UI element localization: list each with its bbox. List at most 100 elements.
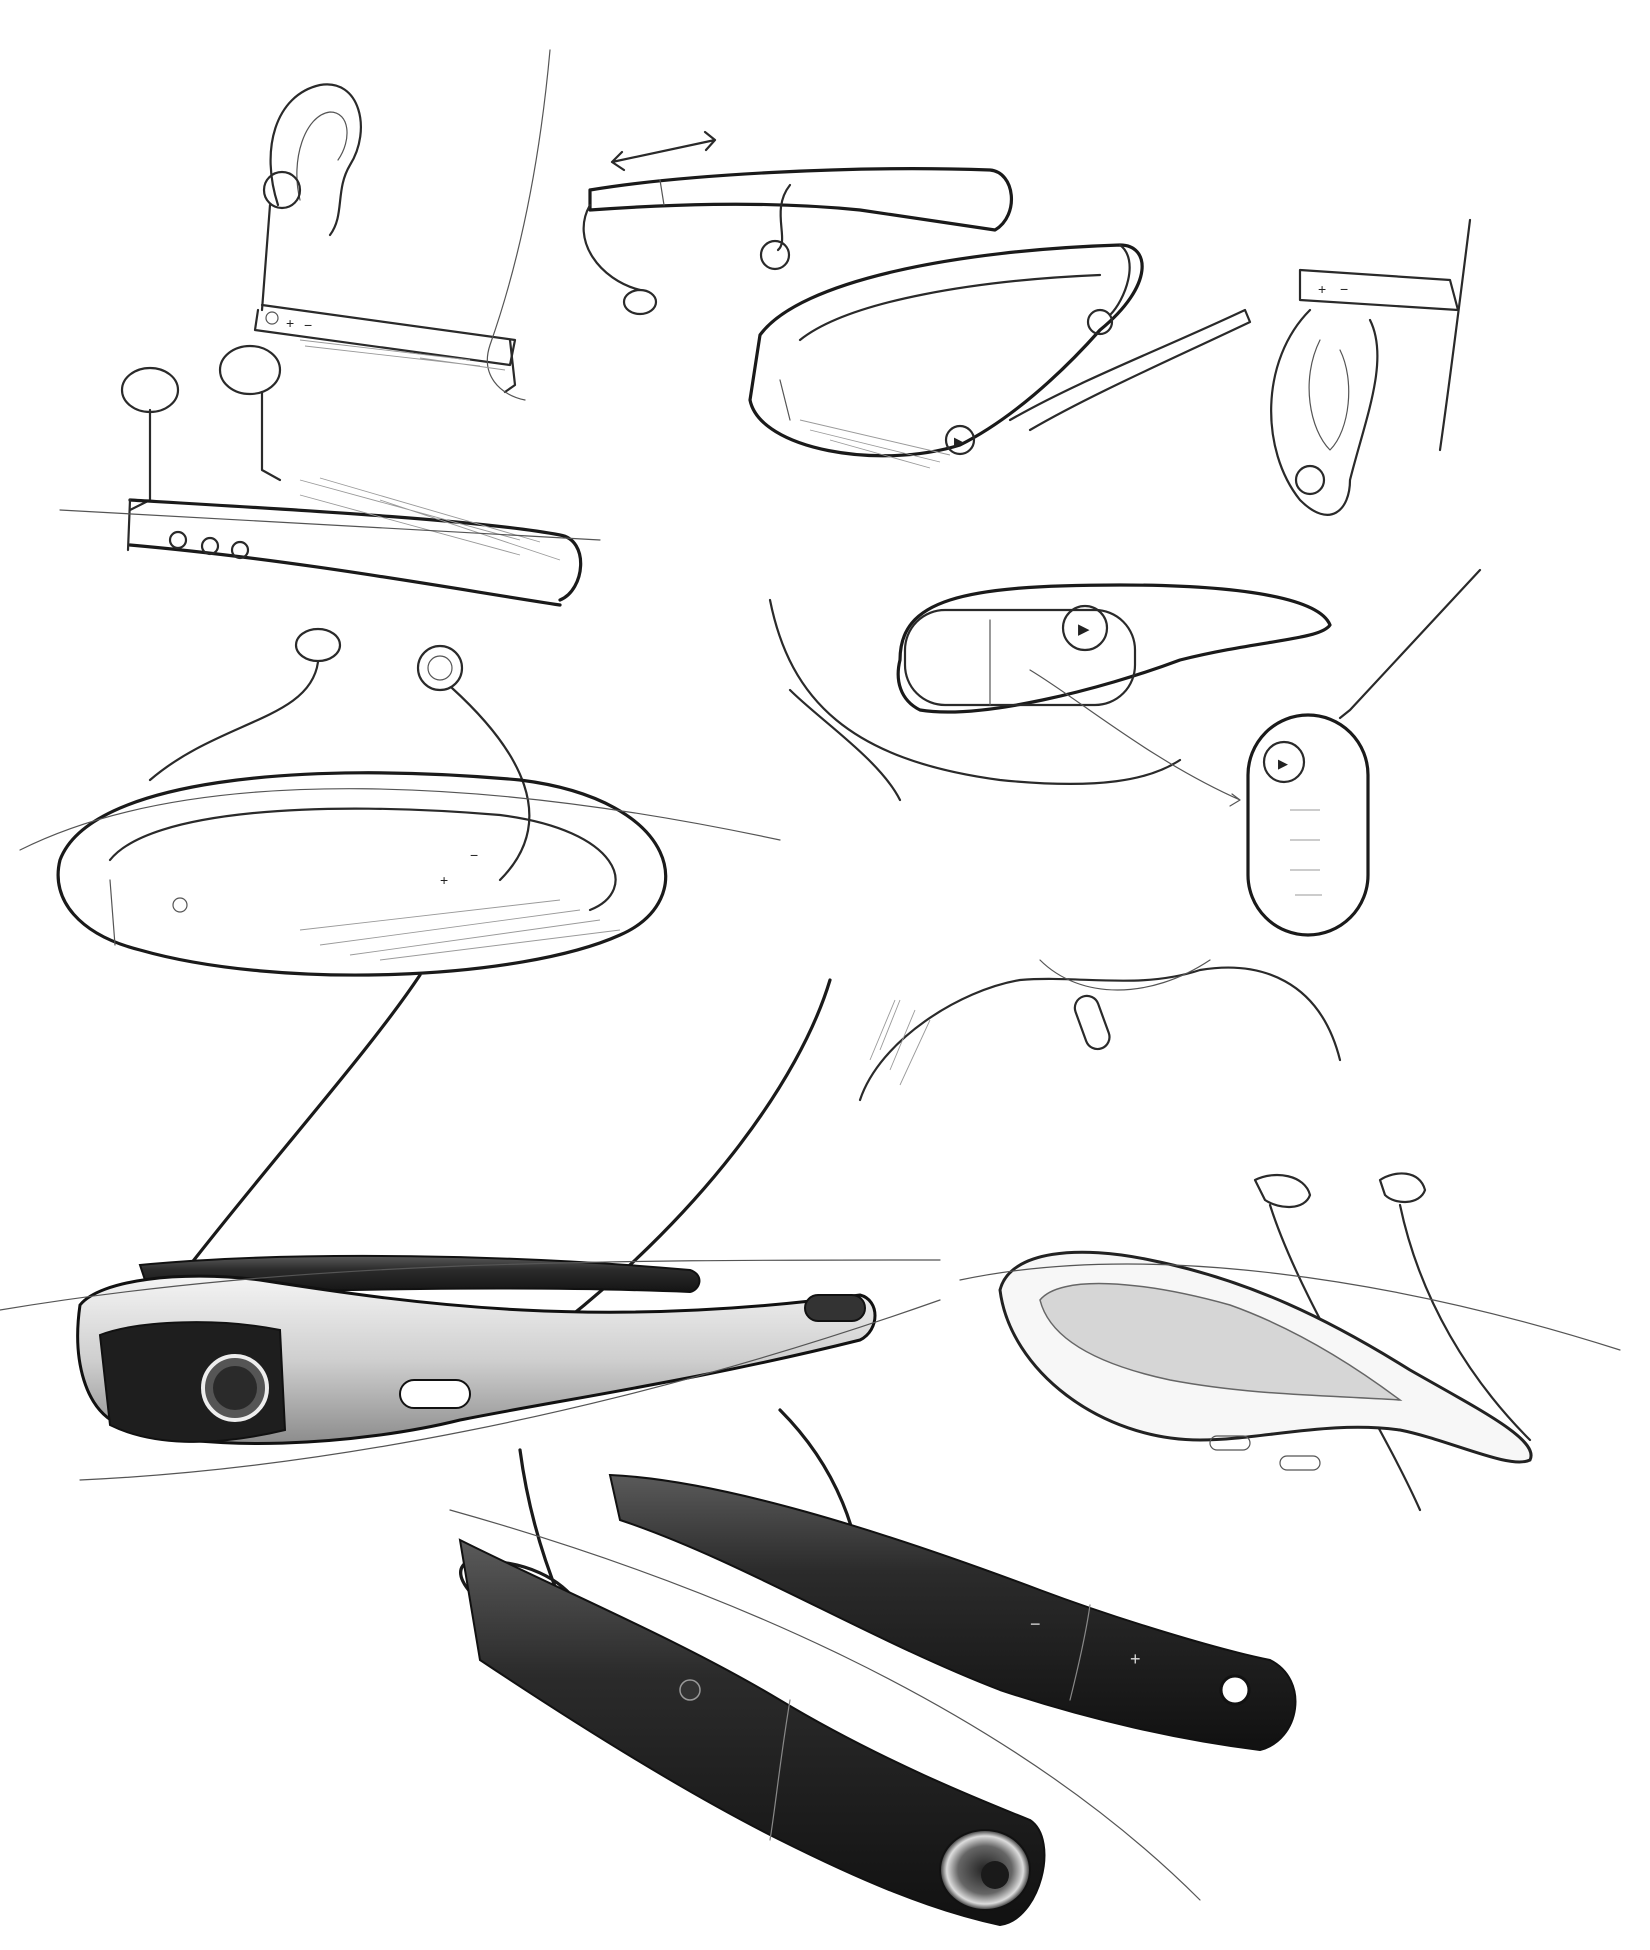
construction-line (449, 1509, 1201, 1901)
band-seam (659, 179, 665, 206)
earbud-mid (759, 239, 791, 271)
cable (1108, 243, 1131, 317)
band-shading (799, 419, 951, 469)
arm-lower (458, 1538, 1046, 1927)
control-panel (903, 608, 1137, 707)
cable-left (188, 973, 422, 1267)
construction-line-2 (79, 1299, 941, 1481)
construction-line (0, 1259, 941, 1311)
upper-port (1219, 1674, 1251, 1706)
sketch-round-collar: − + (19, 627, 781, 977)
shoulders (858, 966, 1342, 1102)
band-seam (779, 379, 791, 421)
lower-button (679, 1679, 701, 1701)
arm-upper (608, 1473, 1297, 1752)
neck-collar (768, 598, 1182, 786)
render-silver-neckband (0, 973, 941, 1481)
remote-play (1262, 740, 1306, 784)
plus-label: + (1130, 1649, 1141, 1669)
shade-strokes (299, 339, 506, 371)
sketch-light-neckband (959, 1172, 1621, 1512)
band-top (128, 498, 583, 602)
play-ring (1061, 604, 1109, 652)
sketch-ear-detail: + − (1270, 218, 1472, 516)
tip-button (804, 1294, 866, 1322)
collar-button (172, 897, 188, 913)
earbud (1086, 308, 1114, 336)
band-left-end (126, 498, 132, 552)
shirt-collar (1039, 959, 1211, 991)
play-button (944, 424, 976, 456)
earbud-right (416, 644, 464, 692)
ear-outline (269, 83, 362, 237)
neckband-end (503, 338, 517, 394)
collar-outer (56, 771, 668, 977)
plus-label: + (440, 872, 448, 888)
stem-left (128, 408, 152, 512)
sketch-curved-neckband: ▶ (748, 243, 1252, 469)
sketch-person-closeup: ▶ ▶ (768, 568, 1482, 1102)
minus-label: − (304, 317, 312, 333)
band-bottom (128, 543, 562, 607)
cable-port (399, 1379, 471, 1409)
construction-line (959, 1263, 1621, 1351)
earbud-left (622, 288, 658, 316)
button-3 (230, 540, 250, 560)
earbud-left (120, 366, 180, 414)
band-arm (1008, 308, 1252, 432)
earbud-left (1253, 1173, 1312, 1208)
band-inner (1039, 1282, 1403, 1401)
ear-inner (1308, 339, 1350, 451)
sketch-adjustable-band (582, 130, 1013, 316)
stem-right (260, 390, 282, 482)
cable-left (582, 203, 642, 292)
construction-line (59, 509, 601, 541)
ear-inner-fold (296, 111, 348, 201)
cable-mid (776, 183, 792, 252)
pointer-arrow (1029, 669, 1241, 807)
button-2 (200, 536, 220, 556)
play-icon: ▶ (1078, 621, 1090, 638)
minus-label: − (470, 847, 478, 863)
ear-outline (1270, 308, 1379, 516)
earbud-stem (260, 203, 272, 312)
neck-shading (869, 999, 931, 1086)
cable-right (450, 686, 531, 882)
play-icon: ▶ (954, 434, 964, 449)
button-icon (265, 311, 279, 325)
play-icon: ▶ (1278, 756, 1288, 771)
collar-inner (108, 807, 617, 912)
earbud-right (218, 344, 282, 396)
band-shading (299, 477, 561, 561)
sketch-flat-neckband (59, 344, 601, 607)
speaker-core (981, 1861, 1009, 1889)
arm-upper-seam (1069, 1604, 1091, 1701)
band-outer (748, 243, 1144, 458)
band (588, 167, 1013, 232)
earbud (1294, 464, 1326, 496)
plus-label: + (1318, 281, 1326, 297)
detached-remote (1246, 713, 1370, 937)
adjust-arrow (610, 130, 717, 172)
band-body (896, 583, 1332, 714)
earbud-right-inner (427, 655, 453, 681)
button-2 (1279, 1455, 1321, 1471)
plus-label: + (286, 315, 294, 331)
sweep-line (19, 788, 781, 851)
minus-label: − (1340, 281, 1348, 297)
clip-remote (1073, 994, 1111, 1051)
arm-lower-seam (769, 1699, 791, 1841)
cable-left (148, 660, 320, 782)
neckband-arm (253, 303, 517, 367)
sketch-ear-hook-neckband: + − (253, 49, 551, 401)
band-inner (798, 273, 1102, 342)
collar-shading (299, 899, 621, 961)
minus-label: − (1030, 1614, 1041, 1634)
button-1 (168, 530, 188, 550)
remote-shading (1290, 809, 1322, 896)
button-1 (1209, 1435, 1251, 1451)
neck-line (1438, 218, 1472, 452)
earbud-right (1378, 1172, 1427, 1203)
earbud-left (294, 627, 342, 663)
